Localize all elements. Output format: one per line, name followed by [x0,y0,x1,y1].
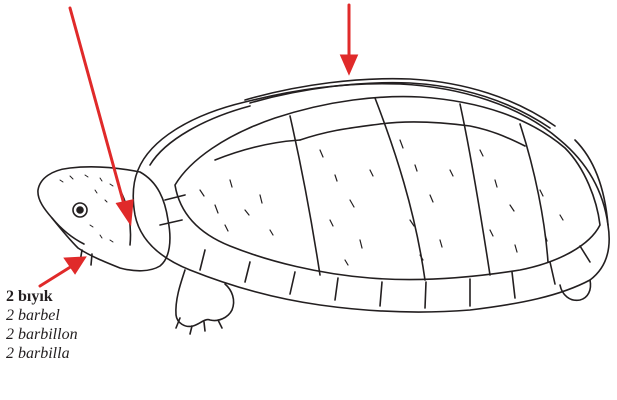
barbel-labels: 2 bıyık 2 barbel 2 barbillon 2 barbilla [6,287,78,363]
turtle-pupil [77,207,83,213]
marginal-inner [175,97,600,280]
shell-rim [245,79,555,126]
turtle-head [38,167,170,271]
arrow-to-barbel-icon [66,258,84,272]
scute-line-2 [375,98,425,280]
front-leg [176,270,234,326]
scute-cross-1 [300,122,525,146]
label-translation-es: 2 barbilla [6,344,78,363]
label-primary: 2 bıyık [6,287,78,306]
label-translation-en: 2 barbel [6,306,78,325]
scute-line-4 [520,124,548,262]
arrow-to-barbel-shaft [40,266,72,286]
arrows [40,5,356,286]
shell-rim-inner [250,83,550,128]
arrow-to-head-icon [118,201,132,222]
arrow-to-shell-top-icon [342,56,356,72]
label-translation-fr: 2 barbillon [6,325,78,344]
turtle-jaw [52,218,84,244]
scute-cross-2 [215,140,300,160]
arrow-to-head-shaft [70,8,125,208]
shell-texture [200,140,563,265]
marginal-ticks [160,195,590,308]
